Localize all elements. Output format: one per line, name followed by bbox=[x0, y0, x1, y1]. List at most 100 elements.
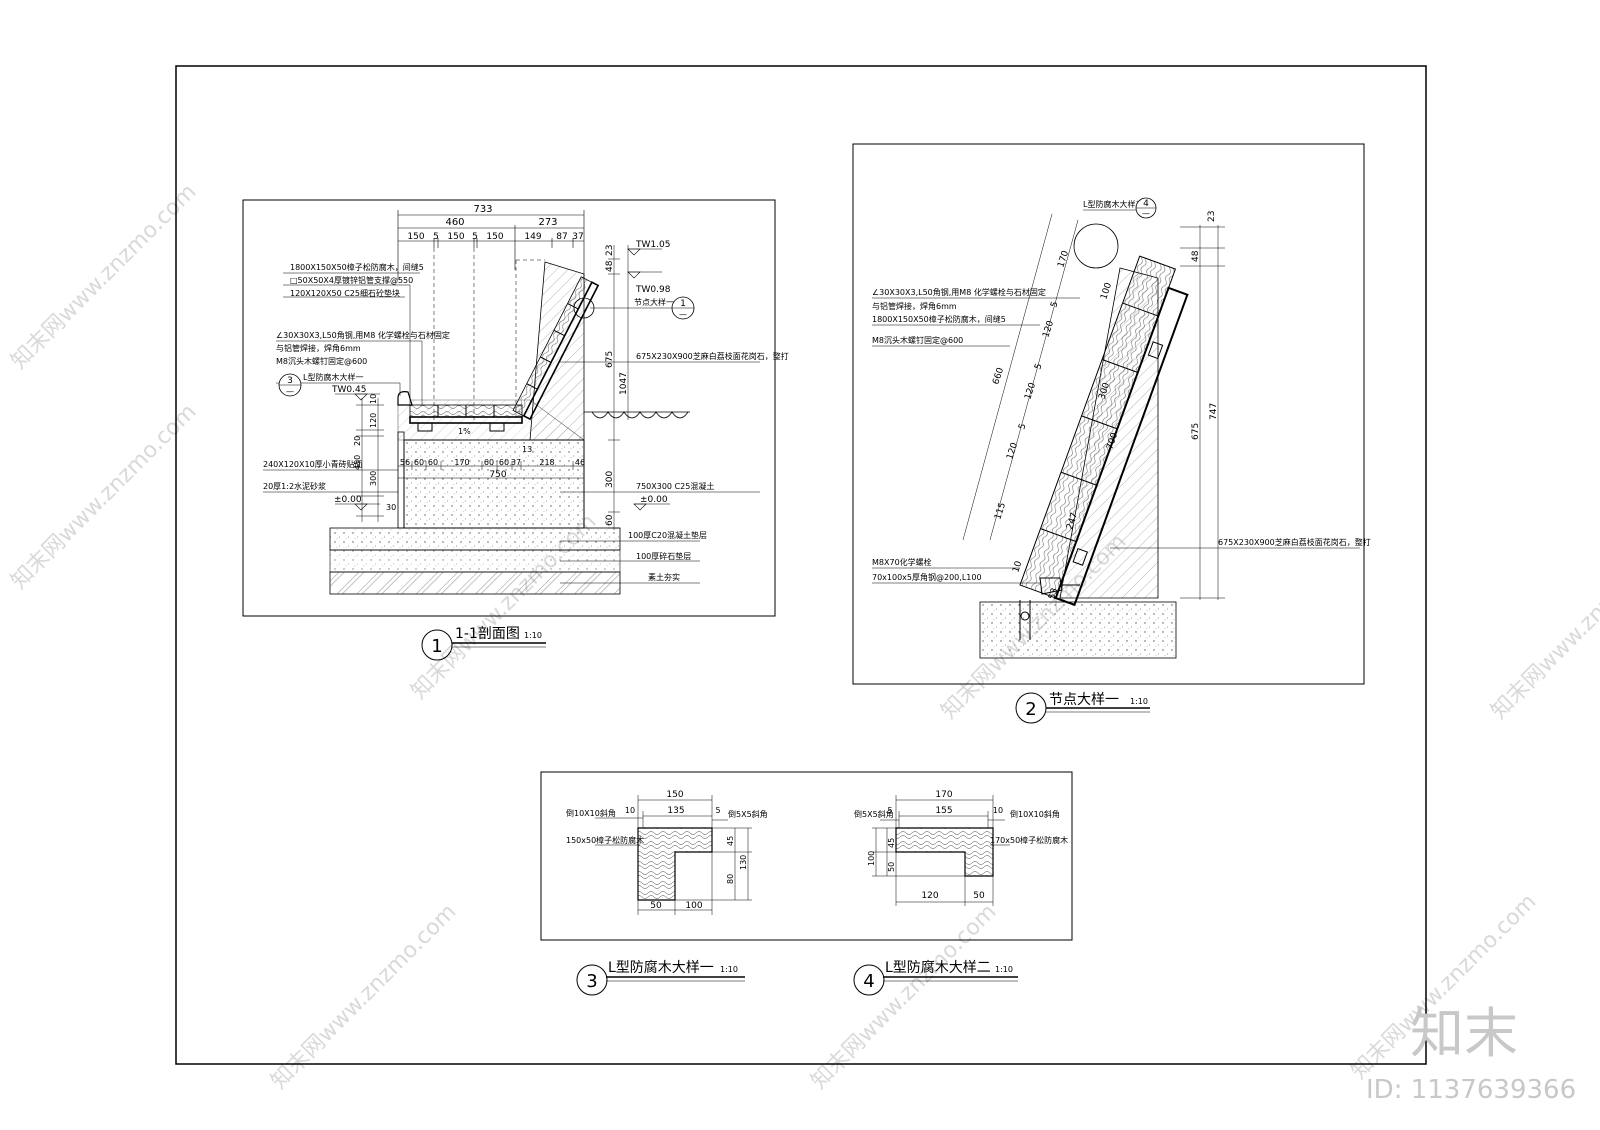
l2-callout: 倒5X5斜角 bbox=[854, 809, 894, 819]
callout-left: 1800X150X50樟子松防腐木，间缝5 bbox=[290, 262, 424, 272]
slope-dim: 120 bbox=[1005, 441, 1020, 461]
sheet-border bbox=[175, 65, 1427, 1065]
l1-dim-right: 80 bbox=[726, 874, 735, 884]
l-detail-2-title-block: 4 L型防腐木大样二 1:10 bbox=[853, 959, 1018, 996]
slope-dim-lines bbox=[962, 213, 1079, 541]
slope-dim: 5 bbox=[1033, 362, 1044, 371]
watermark-layer: 知末网www.znzmo.com 知末网www.znzmo.com 知末网www… bbox=[7, 179, 1600, 1094]
l1-dim-bottom: 100 bbox=[685, 901, 702, 911]
l1-dim-top: 10 bbox=[625, 806, 635, 815]
node-callout: M8沉头木螺钉固定@600 bbox=[872, 335, 963, 345]
title-number: 4 bbox=[863, 971, 874, 992]
l2-dim-top: 170 bbox=[935, 790, 952, 800]
node-scale: 1:10 bbox=[1130, 697, 1148, 706]
callout-left: 与铝管焊接，焊角6mm bbox=[276, 343, 361, 353]
dim-bottom-total: 750 bbox=[489, 470, 506, 480]
callout-left: 240X120X10厚小青砖贴面 bbox=[263, 459, 363, 469]
seat-planks bbox=[397, 391, 523, 432]
watermark-text: 知末网www.znzmo.com bbox=[1487, 529, 1600, 724]
l1-dim-right: 130 bbox=[739, 855, 748, 870]
dim-bottom-seg: 37 bbox=[511, 458, 521, 467]
detail-ref-num: 3 bbox=[287, 376, 293, 386]
dim-seg: 150 bbox=[486, 232, 503, 242]
backrest-wood bbox=[1019, 255, 1189, 607]
l2-scale: 1:10 bbox=[995, 965, 1013, 974]
l-detail-1-title-block: 3 L型防腐木大样一 1:10 bbox=[576, 959, 745, 996]
detail-ref-circle bbox=[1073, 223, 1119, 269]
callout-right: 675X230X900芝麻白荔枝面花岗石，整打 bbox=[636, 351, 789, 361]
slope-dim: 660 bbox=[991, 366, 1006, 386]
bottom-dims bbox=[398, 461, 584, 479]
node-detail-1-panel: 170 5 120 5 120 5 120 115 660 100 300 70… bbox=[852, 143, 1371, 724]
node-callout: 1800X150X50樟子松防腐木，间缝5 bbox=[872, 314, 1006, 324]
l1-callout: 倒5X5斜角 bbox=[728, 809, 768, 819]
node-callout: 675X230X900芝麻白荔枝面花岗石，整打 bbox=[1218, 537, 1371, 547]
detail-ref-1-bubble[interactable]: 1 — bbox=[671, 296, 695, 320]
slope-label: 1% bbox=[458, 427, 471, 436]
dim-bottom-seg: 60 bbox=[484, 458, 494, 467]
l1-callout: 倒10X10斜角 bbox=[566, 808, 616, 818]
l1-dim-right: 45 bbox=[726, 836, 735, 846]
l2-dim-left: 50 bbox=[887, 862, 896, 872]
dim-seg: 150 bbox=[407, 232, 424, 242]
dim-seg: 37 bbox=[572, 232, 583, 242]
detail-ref-3-bubble[interactable]: 3 — bbox=[278, 373, 302, 397]
dim-bottom-seg: 46 bbox=[575, 458, 585, 467]
slope-dim: 5 bbox=[1017, 422, 1028, 431]
node-callout: M8X70化学螺栓 bbox=[872, 557, 932, 567]
l-details-panel: 150 10 135 5 50 100 45 80 130 倒10X10斜角 倒… bbox=[540, 771, 1073, 996]
dim-right: 1047 bbox=[619, 372, 629, 395]
dim-seg: 5 bbox=[472, 232, 478, 242]
title-number: 2 bbox=[1025, 699, 1036, 720]
slope-dim: 170 bbox=[1056, 249, 1071, 269]
dim-seg: 87 bbox=[556, 232, 567, 242]
slope-dim: 120 bbox=[1023, 381, 1038, 401]
node-right-dim: 48 bbox=[1191, 250, 1201, 262]
dim-right: 675 bbox=[605, 351, 615, 368]
left-vertical-dims bbox=[356, 398, 384, 522]
level-tw105: TW1.05 bbox=[635, 240, 670, 250]
inner-dim: 100 bbox=[1099, 281, 1114, 301]
detail-ref-sub: — bbox=[286, 387, 294, 396]
slope-dim: 120 bbox=[1041, 319, 1056, 339]
guide-lines bbox=[433, 248, 545, 420]
l2-dim-left: 45 bbox=[887, 838, 896, 848]
section-title-block: 1 1-1剖面图 1:10 bbox=[421, 626, 546, 661]
dim-seg: 150 bbox=[447, 232, 464, 242]
detail-ref-4-bubble[interactable]: 4 — bbox=[1135, 197, 1157, 219]
node-callout: ∠30X30X3,L50角钢,用M8 化学螺栓与石材固定 bbox=[872, 287, 1046, 297]
l2-dim-bottom: 120 bbox=[921, 891, 938, 901]
slope-dim: 5 bbox=[1049, 300, 1060, 309]
l2-title: L型防腐木大样二 bbox=[885, 959, 991, 976]
node-right-dim: 23 bbox=[1207, 211, 1217, 222]
dim-bottom-seg: 56 bbox=[400, 458, 410, 467]
dim-right: 60 bbox=[605, 514, 615, 526]
title-number: 1 bbox=[431, 636, 442, 657]
dim-total-top: 733 bbox=[473, 204, 492, 215]
dim-left: 20 bbox=[353, 436, 362, 446]
dim-seg: 5 bbox=[433, 232, 439, 242]
anchor-bolt bbox=[1019, 577, 1080, 640]
id-text: ID: 1137639366 bbox=[1366, 1075, 1576, 1105]
node-marker-circle bbox=[573, 297, 595, 319]
section-frame bbox=[242, 199, 776, 617]
dim-bottom-seg: 170 bbox=[454, 458, 469, 467]
watermark-text: 知末网www.znzmo.com bbox=[7, 399, 202, 594]
inner-dim: 53 bbox=[1047, 587, 1060, 601]
l1-scale: 1:10 bbox=[720, 965, 738, 974]
l1-dim-top: 135 bbox=[667, 806, 684, 816]
section-title: 1-1剖面图 bbox=[455, 626, 520, 642]
section-1-1-panel: 733 460 273 150 5 150 5 150 149 87 37 bbox=[242, 199, 789, 661]
logo-text: 知末 bbox=[1410, 1002, 1518, 1065]
watermark-text: 知末网www.znzmo.com bbox=[267, 899, 462, 1094]
node-callout: 70x100x5厚角钢@200,L100 bbox=[872, 572, 982, 582]
l1-dim-bottom: 50 bbox=[650, 901, 662, 911]
l2-dim-bottom: 50 bbox=[973, 891, 985, 901]
callout-right: 750X300 C25混凝土 bbox=[636, 481, 714, 491]
callout-left: M8沉头木螺钉固定@600 bbox=[276, 356, 367, 366]
title-number: 3 bbox=[586, 971, 597, 992]
level-000-right: ±0.00 bbox=[640, 495, 668, 505]
footing bbox=[979, 601, 1177, 659]
dim-seg: 149 bbox=[524, 232, 541, 242]
